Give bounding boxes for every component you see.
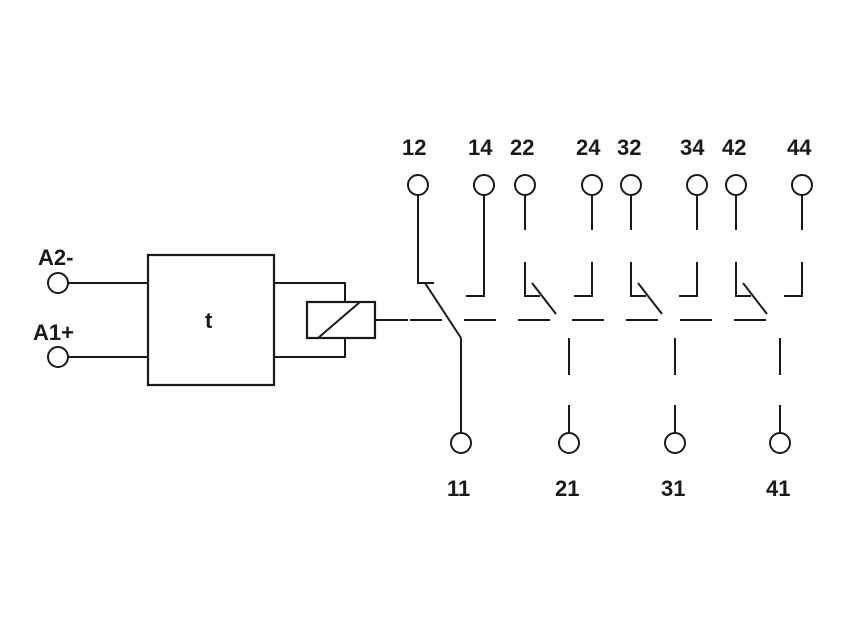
nc-wire-12	[417, 195, 434, 284]
terminal-a1	[47, 346, 69, 368]
terminal-label-a2: A2-	[38, 245, 73, 270]
terminal-42	[725, 174, 747, 196]
terminal-31	[664, 432, 686, 454]
contact-label-42: 42	[722, 135, 746, 160]
switch-blade-2	[531, 282, 557, 315]
timer-box	[146, 253, 276, 387]
contact-set-3: 32 34 31	[617, 135, 708, 501]
no-wire-34-lower	[679, 262, 698, 297]
terminal-32	[620, 174, 642, 196]
contact-label-32: 32	[617, 135, 641, 160]
relay-coil-box	[305, 300, 377, 340]
timer-label: t	[205, 308, 213, 333]
nc-wire-22-lower	[524, 262, 540, 297]
terminal-21	[558, 432, 580, 454]
switch-blade-1	[424, 282, 462, 339]
timer-block: t	[146, 253, 276, 387]
contact-label-24: 24	[576, 135, 601, 160]
no-wire-14	[466, 195, 485, 297]
terminal-a2	[47, 272, 69, 294]
no-wire-44-lower	[784, 262, 803, 297]
nc-wire-32-lower	[630, 262, 646, 297]
contact-label-21: 21	[555, 476, 579, 501]
contact-set-2: 22 24 21	[510, 135, 603, 501]
contact-label-14: 14	[468, 135, 493, 160]
terminal-11	[450, 432, 472, 454]
contact-label-41: 41	[766, 476, 790, 501]
contact-label-12: 12	[402, 135, 426, 160]
switch-blade-4	[742, 282, 768, 315]
coil-connection	[274, 282, 346, 358]
contact-set-4: 42 44 41	[722, 135, 813, 501]
supply-terminal-a1: A1+	[33, 320, 148, 368]
coil-wire-top	[274, 282, 346, 302]
terminal-34	[686, 174, 708, 196]
relay-coil-symbol	[305, 300, 408, 340]
terminal-41	[769, 432, 791, 454]
terminal-44	[791, 174, 813, 196]
contact-label-11: 11	[447, 476, 470, 501]
contact-set-1: 12 14 11	[402, 135, 495, 501]
contact-label-31: 31	[661, 476, 685, 501]
terminal-22	[514, 174, 536, 196]
coil-wire-bottom	[274, 338, 346, 358]
contact-label-44: 44	[787, 135, 812, 160]
supply-terminal-a2: A2-	[38, 245, 148, 294]
terminal-24	[581, 174, 603, 196]
terminal-label-a1: A1+	[33, 320, 74, 345]
switch-blade-3	[637, 282, 663, 315]
terminal-12	[407, 174, 429, 196]
nc-wire-42-lower	[735, 262, 751, 297]
contact-label-22: 22	[510, 135, 534, 160]
terminal-14	[473, 174, 495, 196]
relay-coil-diagonal	[317, 301, 361, 339]
no-wire-24-lower	[574, 262, 593, 297]
contact-label-34: 34	[680, 135, 705, 160]
